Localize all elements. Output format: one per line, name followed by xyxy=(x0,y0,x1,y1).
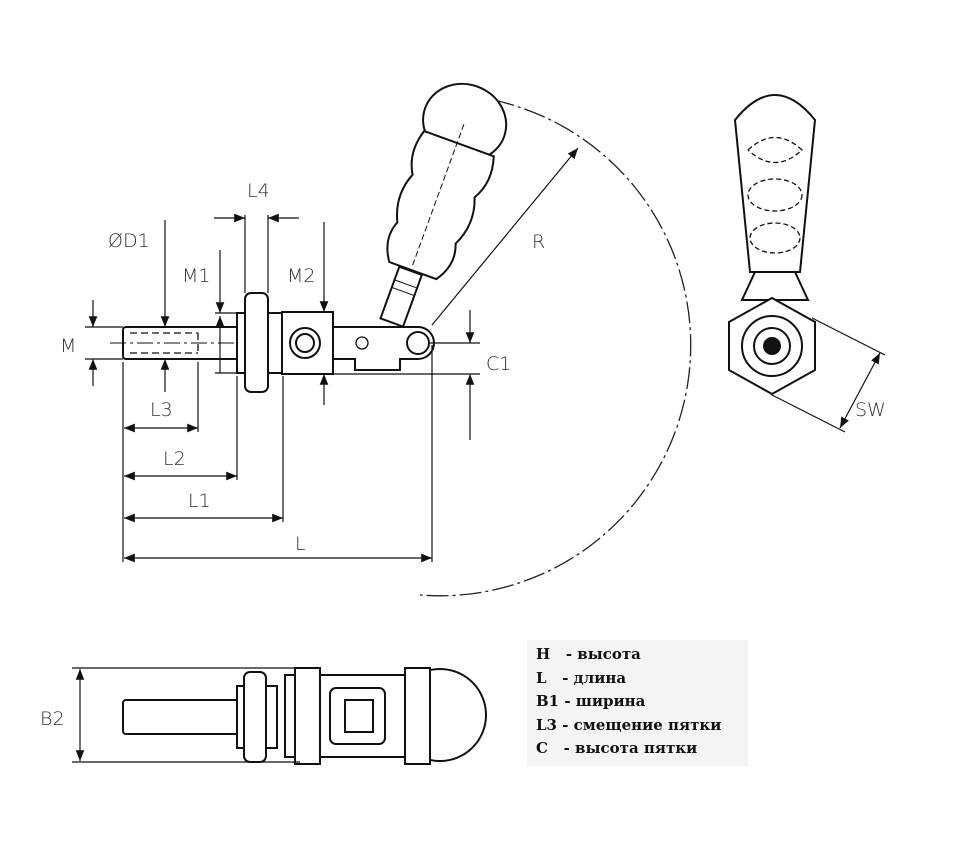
dim-label-l: L xyxy=(295,533,306,555)
b2-dimension xyxy=(72,667,300,763)
sw-dimension xyxy=(771,317,886,433)
dim-label-sw: SW xyxy=(855,399,886,421)
dim-label-l2: L2 xyxy=(163,448,186,470)
hex-nut xyxy=(244,292,269,393)
dim-label-m2: M2 xyxy=(287,265,315,287)
legend-item-b1: B1 - ширина xyxy=(536,692,646,710)
dim-label-l1: L1 xyxy=(188,490,211,512)
front-view xyxy=(110,82,692,597)
dim-label-c1: C1 xyxy=(486,353,511,375)
legend-item-c: C - высота пятки xyxy=(536,739,698,757)
dim-label-b2: B2 xyxy=(40,708,65,730)
handle xyxy=(379,82,508,328)
legend-item-h: H - высота xyxy=(536,645,641,663)
legend-box: H - высота L - длина B1 - ширина L3 - см… xyxy=(527,640,748,766)
dim-label-r: R xyxy=(532,231,545,253)
dim-label-d1: ØD1 xyxy=(108,230,150,252)
dim-label-m: M xyxy=(60,335,76,357)
dim-label-m1: M1 xyxy=(182,265,210,287)
dimension-lines xyxy=(85,147,579,563)
side-view xyxy=(728,94,817,396)
dim-label-l3: L3 xyxy=(150,399,173,421)
legend-item-l3: L3 - смещение пятки xyxy=(536,715,722,734)
arc-r xyxy=(419,94,692,597)
legend-item-l: L - длина xyxy=(536,668,627,687)
top-view xyxy=(122,667,487,765)
dim-label-l4: L4 xyxy=(247,180,270,202)
